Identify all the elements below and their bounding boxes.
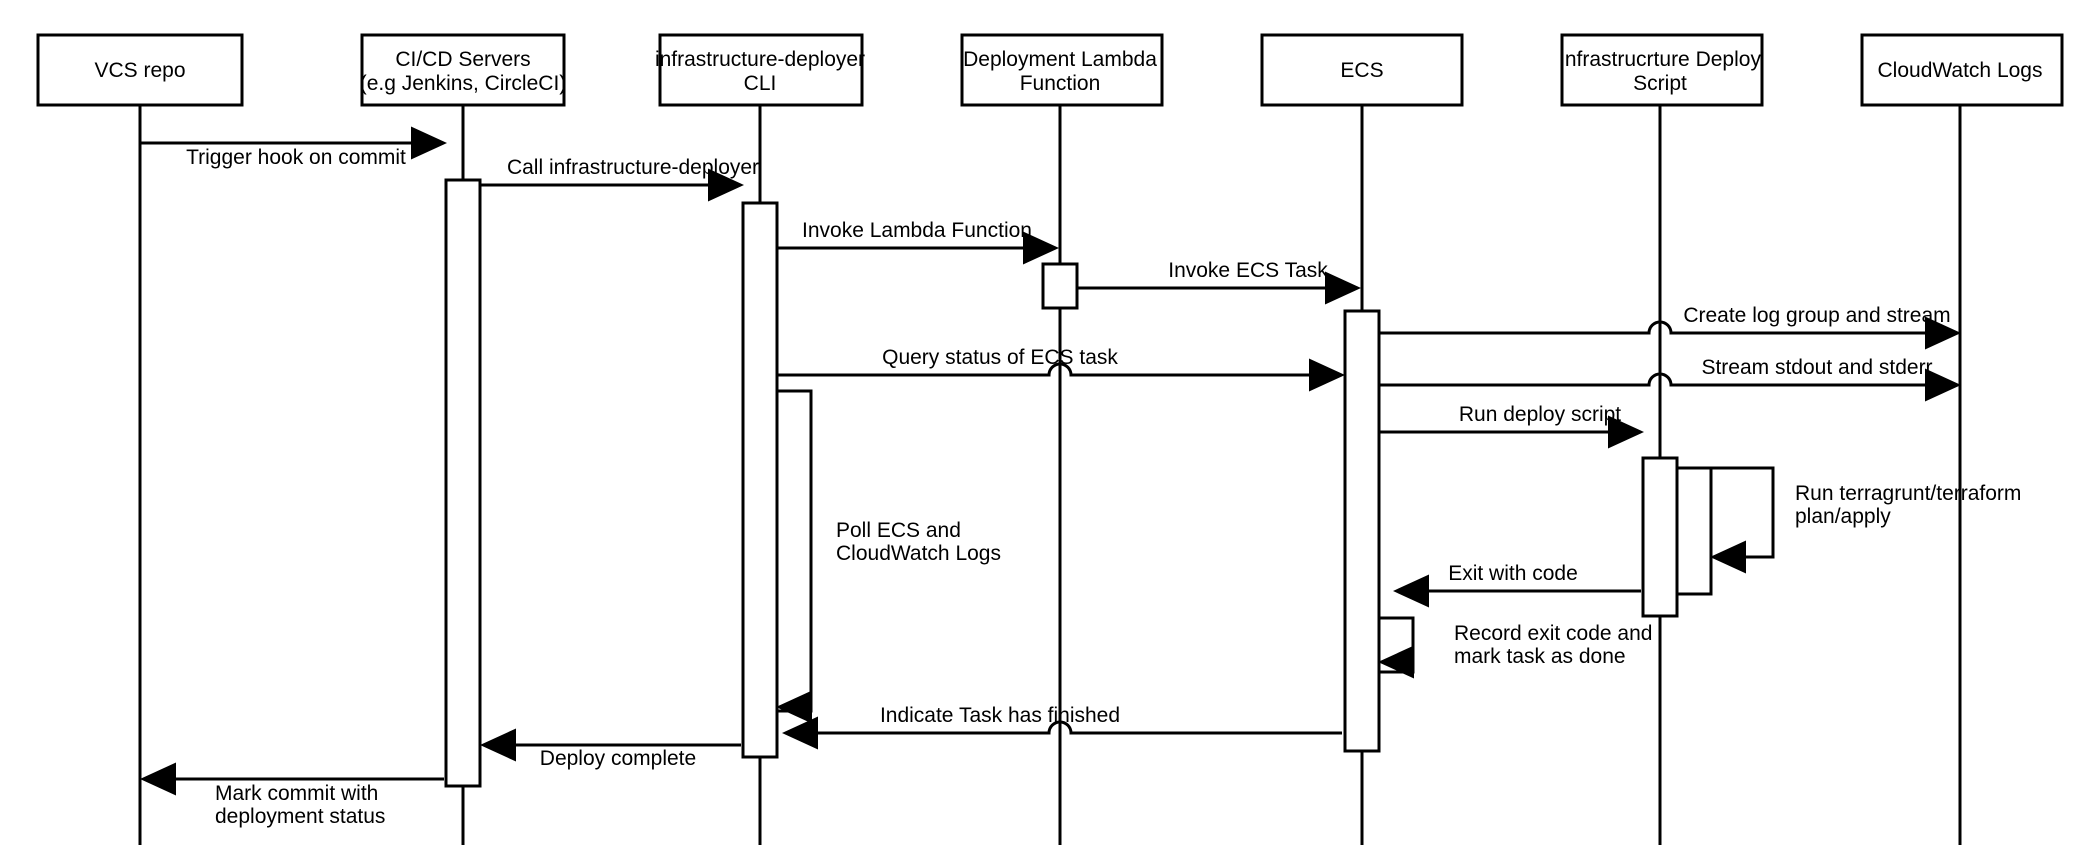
actor-box-cli[interactable] <box>658 33 864 107</box>
message-m2[interactable]: Call infrastructure-deployer <box>481 156 759 202</box>
message-m5[interactable]: Create log group and stream <box>1380 304 1961 350</box>
lifeline-vcs[interactable]: VCS repo <box>36 33 244 845</box>
activation-act-deploy-tg[interactable] <box>1675 466 1713 596</box>
actor-label-deploy: Infrastrucrture Deploy <box>1559 48 1761 71</box>
actor-box-vcs[interactable] <box>36 33 244 107</box>
message-label-m2: Call infrastructure-deployer <box>507 156 759 179</box>
self-label-s1: CloudWatch Logs <box>836 542 1001 565</box>
actor-label-lambda: Deployment Lambda <box>963 48 1157 71</box>
message-label-m3: Invoke Lambda Function <box>802 219 1032 242</box>
self-label-s3: Record exit code and <box>1454 622 1652 645</box>
activation-act-deploy[interactable] <box>1641 456 1679 618</box>
actor-label-cicd: CI/CD Servers <box>395 48 530 71</box>
activations-group <box>444 178 1713 788</box>
message-m6[interactable]: Query status of ECS task <box>778 346 1345 392</box>
message-label-m11: Deploy complete <box>540 747 696 770</box>
message-arrow-m5 <box>1380 316 1961 350</box>
message-m11[interactable]: Deploy complete <box>480 728 741 770</box>
message-label-m8: Run deploy script <box>1459 403 1621 426</box>
actor-label-lambda: Function <box>1020 72 1101 95</box>
activation-act-cli[interactable] <box>741 201 779 759</box>
actor-box-deploy[interactable] <box>1560 33 1764 107</box>
message-m8[interactable]: Run deploy script <box>1380 403 1644 449</box>
activation-act-ecs-rec[interactable] <box>1377 616 1415 674</box>
actor-box-lambda[interactable] <box>960 33 1164 107</box>
actor-label-deploy: Script <box>1633 72 1687 95</box>
actor-label-cli: infrastructure-deployer <box>655 48 865 71</box>
message-label-m9: Exit with code <box>1448 562 1578 585</box>
message-label-m10: Indicate Task has finished <box>880 704 1120 727</box>
actor-label-vcs: VCS repo <box>94 59 185 82</box>
message-m7[interactable]: Stream stdout and stderr <box>1380 356 1961 402</box>
self-arrow-s2 <box>1710 466 1775 574</box>
self-label-s3: mark task as done <box>1454 645 1626 668</box>
actor-label-ecs: ECS <box>1340 59 1383 82</box>
lifeline-cwlogs[interactable]: CloudWatch Logs <box>1860 33 2064 845</box>
message-arrow-m6 <box>778 358 1345 392</box>
messages-group: Trigger hook on commit Call infrastructur… <box>140 126 1961 828</box>
actor-box-cwlogs[interactable] <box>1860 33 2064 107</box>
message-label-m4: Invoke ECS Task <box>1168 259 1328 282</box>
message-label-m7: Stream stdout and stderr <box>1701 356 1932 379</box>
lifelines-group: VCS repo CI/CD Servers(e.g Jenkins, Circl… <box>36 33 2064 845</box>
actor-label-cwlogs: CloudWatch Logs <box>1878 59 2043 82</box>
activation-act-cicd[interactable] <box>444 178 482 788</box>
self-label-s2: plan/apply <box>1795 505 1891 528</box>
message-m9[interactable]: Exit with code <box>1393 562 1641 608</box>
message-arrow-m7 <box>1380 368 1961 402</box>
message-m1[interactable]: Trigger hook on commit <box>141 126 447 169</box>
message-label-m12: Mark commit with <box>215 782 378 805</box>
activation-act-cli-poll[interactable] <box>775 389 813 713</box>
self-label-s1: Poll ECS and <box>836 519 961 542</box>
message-arrow-m10 <box>782 716 1342 750</box>
activation-act-ecs[interactable] <box>1343 309 1381 753</box>
activation-act-lambda[interactable] <box>1041 262 1079 310</box>
message-label-m1: Trigger hook on commit <box>186 146 406 169</box>
message-label-m5: Create log group and stream <box>1683 304 1950 327</box>
message-m10[interactable]: Indicate Task has finished <box>782 704 1342 750</box>
message-label-m12: deployment status <box>215 805 385 828</box>
actor-box-ecs[interactable] <box>1260 33 1464 107</box>
message-label-m6: Query status of ECS task <box>882 346 1118 369</box>
message-m3[interactable]: Invoke Lambda Function <box>778 219 1059 265</box>
self-label-s2: Run terragrunt/terraform <box>1795 482 2021 505</box>
actor-label-cli: CLI <box>744 72 777 95</box>
actor-box-cicd[interactable] <box>360 33 566 107</box>
message-m4[interactable]: Invoke ECS Task <box>1078 259 1361 305</box>
actor-label-cicd: (e.g Jenkins, CircleCI) <box>360 72 567 95</box>
